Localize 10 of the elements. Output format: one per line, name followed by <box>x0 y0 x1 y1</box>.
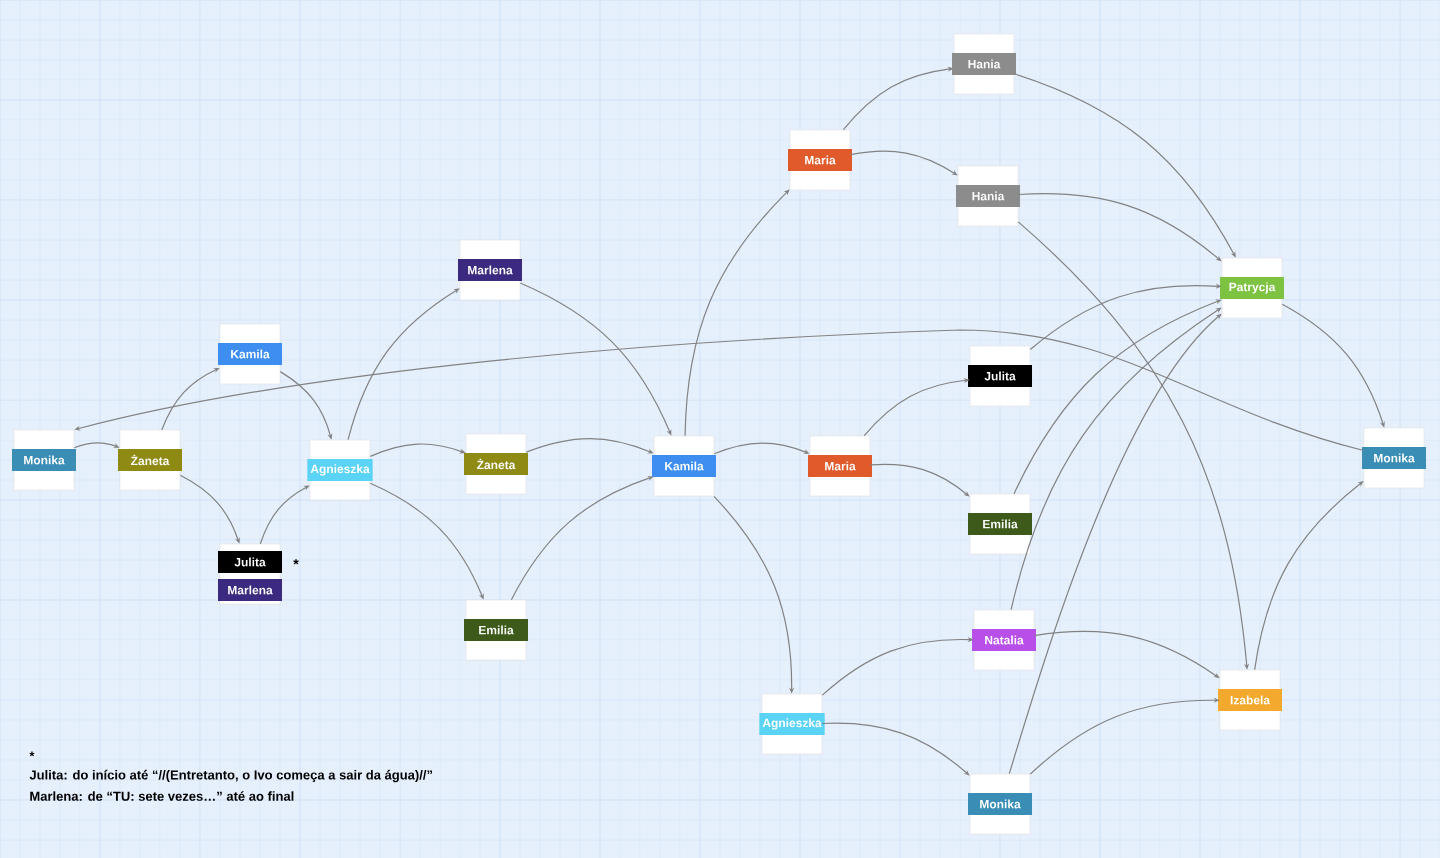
arrow <box>869 463 970 497</box>
arrow <box>849 150 958 176</box>
arrow <box>259 485 310 545</box>
arrow <box>1254 481 1364 671</box>
arrow <box>1017 193 1222 262</box>
arrow <box>1013 73 1236 258</box>
arrow <box>821 722 970 776</box>
arrow <box>1010 307 1222 611</box>
arrow <box>347 288 460 441</box>
arrow <box>684 189 790 437</box>
